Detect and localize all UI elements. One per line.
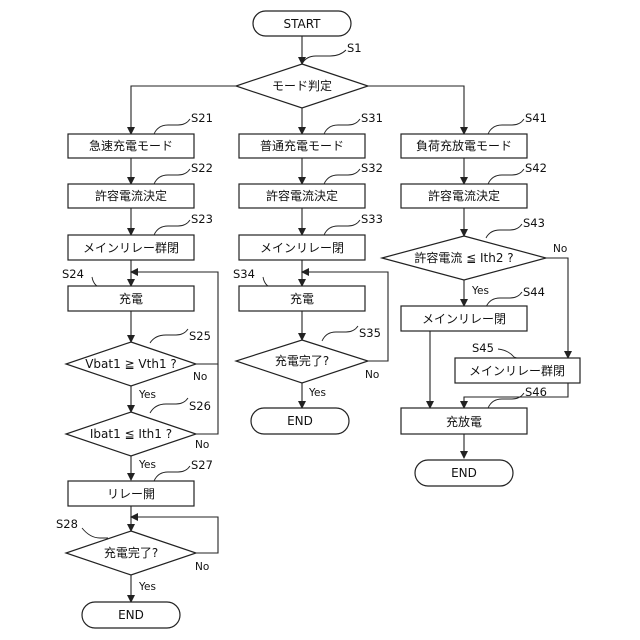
right-discharge-label: 充放電 <box>446 414 482 429</box>
middle-end-terminal: END <box>251 408 349 434</box>
right-relay-group-close-box: メインリレー群閉 <box>455 358 580 383</box>
right-mode-box: 負荷充放電モード <box>401 134 527 158</box>
left-end-label: END <box>118 608 144 622</box>
yes-label-s43: Yes <box>471 285 489 297</box>
middle-done-label: 充電完了? <box>275 353 329 368</box>
step-label-s33: S33 <box>361 212 383 226</box>
left-relay-open-box: リレー開 <box>68 481 194 506</box>
step-label-s45: S45 <box>472 341 494 355</box>
step-label-s42: S42 <box>525 161 547 175</box>
left-charge-label: 充電 <box>119 291 143 306</box>
right-current-decision: 許容電流 ≦ Ith2 ? <box>382 236 546 280</box>
left-relay-close-label: メインリレー群閉 <box>83 241 179 255</box>
right-relay-group-close-label: メインリレー群閉 <box>469 364 565 378</box>
right-end-terminal: END <box>415 460 513 486</box>
left-current-decision: Ibat1 ≦ Ith1 ? <box>66 412 196 456</box>
no-label-s26: No <box>195 439 209 451</box>
step-label-s28: S28 <box>56 517 78 531</box>
no-label-s43: No <box>553 243 567 255</box>
left-charge-box: 充電 <box>68 286 194 311</box>
step-label-s44: S44 <box>523 285 545 299</box>
left-mode-box: 急速充電モード <box>68 134 194 158</box>
left-relay-close-box: メインリレー群閉 <box>68 235 194 260</box>
step-label-s43: S43 <box>523 216 545 230</box>
yes-label-s26: Yes <box>138 459 156 471</box>
left-allow-box: 許容電流決定 <box>68 184 194 208</box>
start-terminal: START <box>253 11 351 36</box>
right-current-label: 許容電流 ≦ Ith2 ? <box>414 250 513 265</box>
step-label-s23: S23 <box>191 212 213 226</box>
step-label-s27: S27 <box>191 458 213 472</box>
step-label-s31: S31 <box>361 111 383 125</box>
step-label-s32: S32 <box>361 161 383 175</box>
left-done-decision: 充電完了? <box>66 531 196 575</box>
middle-allow-label: 許容電流決定 <box>266 188 338 203</box>
yes-label-s28: Yes <box>138 581 156 593</box>
right-discharge-box: 充放電 <box>401 408 527 434</box>
left-current-label: Ibat1 ≦ Ith1 ? <box>90 427 172 441</box>
left-voltage-label: Vbat1 ≧ Vth1 ? <box>85 357 177 371</box>
right-relay-close-box: メインリレー閉 <box>401 306 527 331</box>
no-label-s35: No <box>365 369 379 381</box>
middle-end-label: END <box>287 414 313 428</box>
left-end-terminal: END <box>82 602 180 628</box>
left-allow-label: 許容電流決定 <box>95 188 167 203</box>
middle-done-decision: 充電完了? <box>236 340 368 383</box>
step-label-s1: S1 <box>347 41 362 55</box>
step-label-s25: S25 <box>189 329 211 343</box>
yes-label-s25: Yes <box>138 389 156 401</box>
no-label-s28: No <box>195 561 209 573</box>
step-label-s26: S26 <box>189 399 211 413</box>
step-label-s22: S22 <box>191 161 213 175</box>
middle-relay-close-box: メインリレー閉 <box>239 235 365 260</box>
step-label-s35: S35 <box>359 326 381 340</box>
middle-mode-label: 普通充電モード <box>260 138 344 153</box>
right-allow-box: 許容電流決定 <box>401 184 527 208</box>
step-label-s21: S21 <box>191 111 213 125</box>
middle-charge-box: 充電 <box>239 286 365 311</box>
step-label-s46: S46 <box>525 385 547 399</box>
step-label-s24: S24 <box>62 267 84 281</box>
step-label-s41: S41 <box>525 111 547 125</box>
left-mode-label: 急速充電モード <box>89 138 173 153</box>
right-allow-label: 許容電流決定 <box>428 188 500 203</box>
middle-relay-close-label: メインリレー閉 <box>260 241 344 255</box>
left-voltage-decision: Vbat1 ≧ Vth1 ? <box>66 342 196 386</box>
start-label: START <box>283 17 321 31</box>
left-done-label: 充電完了? <box>104 545 158 560</box>
right-relay-close-label: メインリレー閉 <box>422 312 506 326</box>
no-label-s25: No <box>193 371 207 383</box>
middle-charge-label: 充電 <box>290 291 314 306</box>
right-end-label: END <box>451 466 477 480</box>
mode-judge-decision: モード判定 <box>236 64 368 108</box>
left-relay-open-label: リレー開 <box>107 487 155 501</box>
right-mode-label: 負荷充放電モード <box>416 138 512 153</box>
yes-label-s35: Yes <box>308 387 326 399</box>
mode-judge-label: モード判定 <box>272 78 332 93</box>
middle-allow-box: 許容電流決定 <box>239 184 365 208</box>
middle-mode-box: 普通充電モード <box>239 134 365 158</box>
step-label-s34: S34 <box>233 267 255 281</box>
